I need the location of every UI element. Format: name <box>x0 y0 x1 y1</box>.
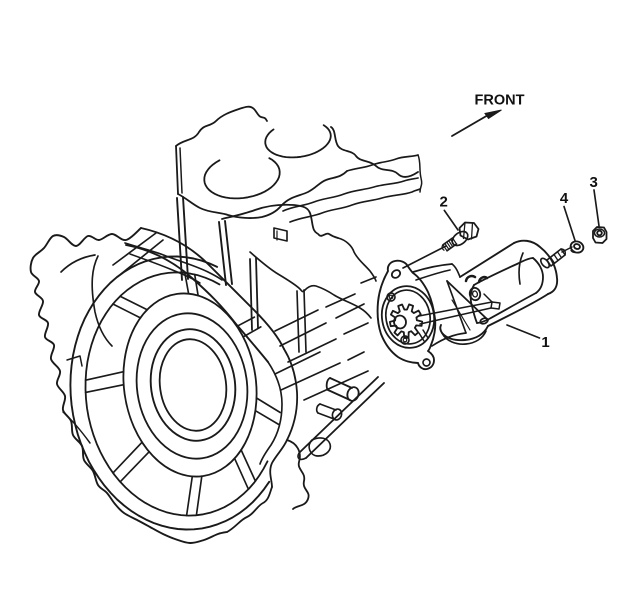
svg-text:4: 4 <box>560 190 569 207</box>
svg-text:FRONT: FRONT <box>475 93 525 109</box>
svg-text:3: 3 <box>590 174 598 191</box>
svg-text:2: 2 <box>440 194 448 211</box>
svg-text:1: 1 <box>541 334 549 351</box>
